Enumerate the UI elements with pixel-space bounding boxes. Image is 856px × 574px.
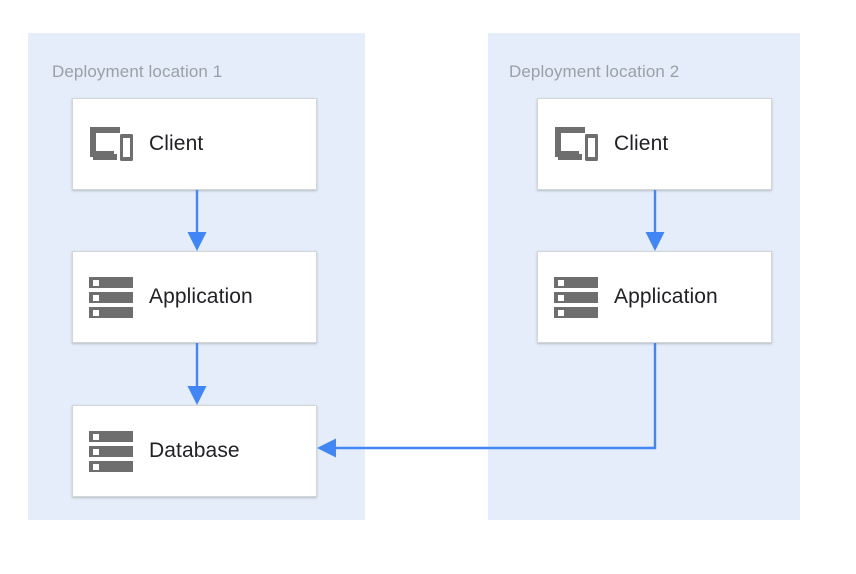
region-label-deployment-location-2: Deployment location 2 [509, 62, 680, 81]
node-label-client-1: Client [149, 132, 204, 155]
server-stack-icon [73, 276, 149, 318]
node-database-1[interactable]: Database [72, 405, 317, 497]
node-label-database-1: Database [149, 439, 240, 462]
node-application-2[interactable]: Application [537, 251, 772, 343]
region-label-deployment-location-1: Deployment location 1 [52, 62, 223, 81]
client-devices-icon [538, 125, 614, 163]
node-label-application-1: Application [149, 285, 253, 308]
node-label-application-2: Application [614, 285, 718, 308]
client-devices-icon [73, 125, 149, 163]
node-application-1[interactable]: Application [72, 251, 317, 343]
server-stack-icon [73, 430, 149, 472]
node-client-1[interactable]: Client [72, 98, 317, 190]
node-label-client-2: Client [614, 132, 669, 155]
node-client-2[interactable]: Client [537, 98, 772, 190]
server-stack-icon [538, 276, 614, 318]
